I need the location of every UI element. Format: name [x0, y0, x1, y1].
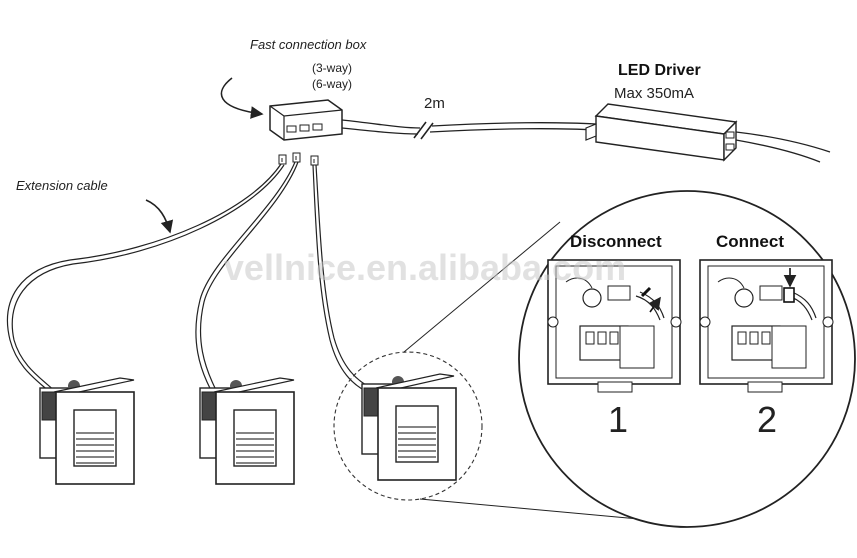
zoom-line-top	[403, 221, 561, 353]
three-way-label: (3-way)	[312, 61, 352, 75]
driver-title: LED Driver	[618, 62, 701, 79]
wiring-panel-connect	[699, 259, 834, 393]
connect-label: Connect	[716, 232, 784, 251]
disconnect-label: Disconnect	[570, 232, 662, 251]
step-light-3	[361, 373, 457, 481]
step-1-number: 1	[608, 399, 628, 440]
highlight-circle	[333, 351, 483, 501]
watermark-text: vellnice.en.alibaba.com	[224, 247, 626, 288]
zoom-line-bottom	[419, 498, 651, 521]
fast-connection-box-label: Fast connection box	[250, 37, 367, 52]
wiring-panel-disconnect	[547, 259, 682, 393]
step-light-2	[199, 377, 295, 485]
cable-length-label: 2m	[424, 95, 445, 112]
fast-connection-box	[269, 99, 343, 141]
step-2-number: 2	[757, 399, 777, 440]
step-light-1	[39, 377, 135, 485]
driver-spec: Max 350mA	[614, 85, 694, 102]
extension-cable-arrow	[145, 199, 174, 234]
connection-box-arrow	[220, 77, 264, 119]
extension-cables	[6, 161, 377, 397]
extension-cable-label: Extension cable	[16, 178, 108, 193]
main-cable	[341, 119, 597, 140]
six-way-label: (6-way)	[312, 77, 352, 91]
plug-connectors	[278, 152, 319, 166]
led-driver	[585, 103, 831, 163]
